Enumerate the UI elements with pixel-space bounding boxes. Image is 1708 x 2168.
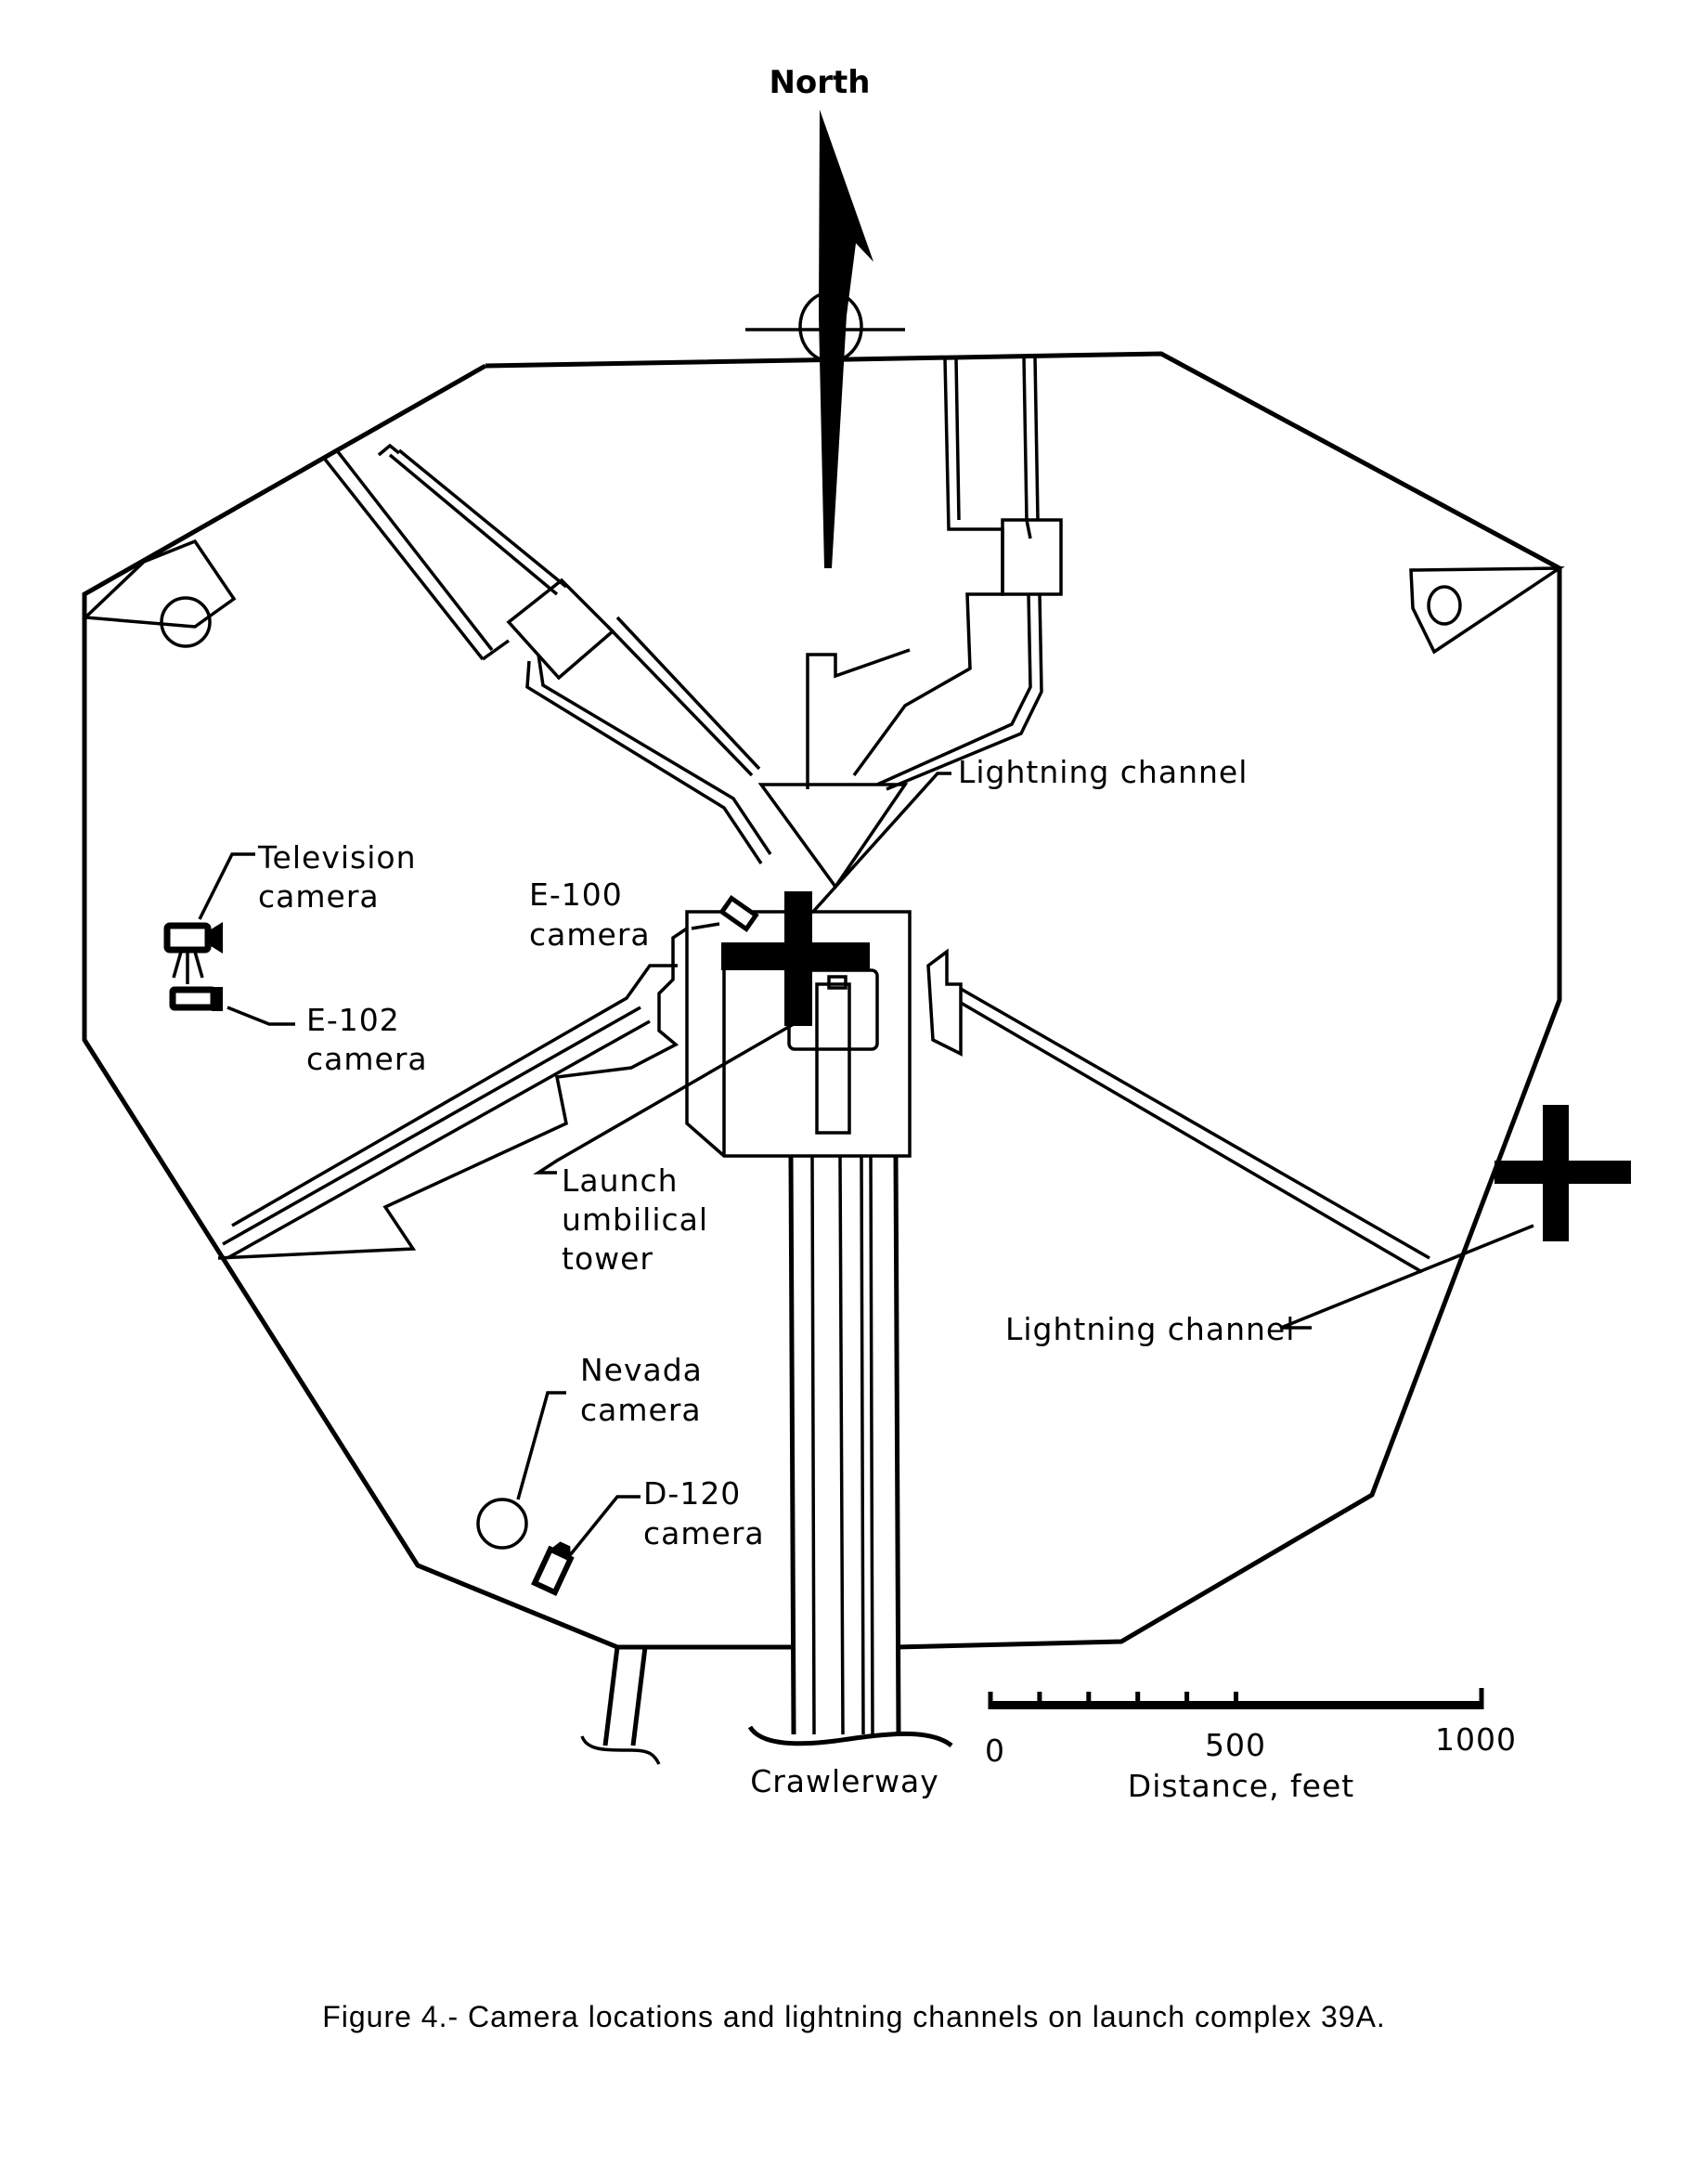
lightning-channel-cross-icon bbox=[1494, 1105, 1631, 1241]
pad-outline-left bbox=[82, 363, 791, 1650]
launch-platform bbox=[685, 891, 912, 1158]
tower-label-line3: tower bbox=[562, 1240, 653, 1277]
e100-label-line1: E-100 bbox=[529, 876, 623, 913]
north-arrow-icon bbox=[745, 110, 905, 568]
north-label: North bbox=[769, 64, 870, 101]
scale-tick-label-0: 0 bbox=[985, 1733, 1005, 1769]
d120-label-line1: D-120 bbox=[643, 1475, 741, 1512]
east-arm bbox=[926, 948, 1430, 1274]
corner-pad-northwest bbox=[81, 539, 237, 648]
crawlerway-label: Crawlerway bbox=[750, 1763, 939, 1799]
television-camera-label-line2: camera bbox=[258, 878, 380, 915]
figure-caption: Figure 4.- Camera locations and lightnin… bbox=[322, 2000, 1386, 2033]
lightning-channel-label-right: Lightning channel bbox=[1005, 1311, 1295, 1347]
d120-camera-icon bbox=[531, 1541, 575, 1597]
flame-trench bbox=[757, 783, 909, 890]
scale-tick-label-1000: 1000 bbox=[1435, 1721, 1517, 1758]
e100-camera-icon bbox=[718, 894, 759, 933]
scale-tick-label-500: 500 bbox=[1205, 1727, 1266, 1763]
nevada-label-line1: Nevada bbox=[580, 1352, 703, 1388]
television-camera-icon bbox=[163, 922, 223, 984]
north-structure bbox=[806, 356, 1063, 791]
e102-label-line1: E-102 bbox=[306, 1002, 400, 1038]
northwest-structure bbox=[321, 443, 772, 864]
tower-label-line2: umbilical bbox=[562, 1201, 708, 1238]
pad-outline bbox=[485, 351, 1562, 1650]
e102-label-line2: camera bbox=[306, 1041, 428, 1077]
e102-camera-icon bbox=[169, 986, 223, 1011]
d120-label-line2: camera bbox=[643, 1515, 765, 1551]
leader-lines bbox=[198, 772, 1534, 1562]
west-arm bbox=[217, 927, 688, 1260]
crawlerway bbox=[747, 1155, 953, 1748]
southwest-road bbox=[580, 1646, 661, 1765]
lightning-channel-label-top: Lightning channel bbox=[958, 754, 1248, 790]
corner-pad-northeast bbox=[1409, 566, 1565, 655]
nevada-camera-icon bbox=[476, 1498, 528, 1550]
e100-label-line2: camera bbox=[529, 916, 651, 953]
television-camera-label-line1: Television bbox=[257, 839, 417, 876]
nevada-label-line2: camera bbox=[580, 1392, 702, 1428]
scale-unit-label: Distance, feet bbox=[1128, 1768, 1354, 1804]
scale-bar bbox=[988, 1688, 1484, 1709]
tower-label-line1: Launch bbox=[562, 1162, 679, 1199]
